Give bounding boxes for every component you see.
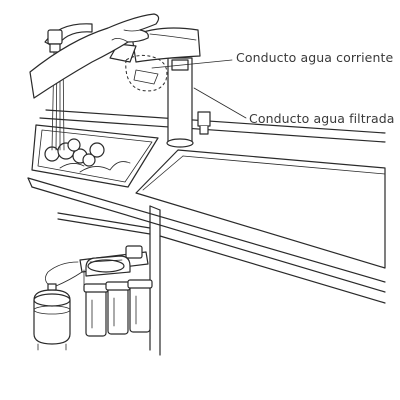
food-item <box>82 153 96 167</box>
food-item <box>89 142 105 158</box>
filter-cartridge <box>85 289 107 337</box>
tap-water-conduit-label: Conducto agua corriente <box>236 50 394 65</box>
food-item <box>67 138 81 152</box>
tap-faucet <box>44 23 93 53</box>
hand-arm <box>29 13 160 99</box>
filter-unit <box>45 245 153 337</box>
countertop <box>27 109 386 293</box>
storage-tank <box>33 271 83 351</box>
filter-faucet <box>109 27 211 148</box>
filtered-water-conduit-label: Conducto agua filtrada <box>249 111 395 126</box>
right-sink-basin <box>135 149 386 269</box>
filter-cartridge <box>107 287 129 335</box>
callout-lines <box>151 59 247 119</box>
left-sink-basin <box>31 124 159 188</box>
filter-cartridge <box>129 285 151 333</box>
cabinet <box>57 205 386 356</box>
